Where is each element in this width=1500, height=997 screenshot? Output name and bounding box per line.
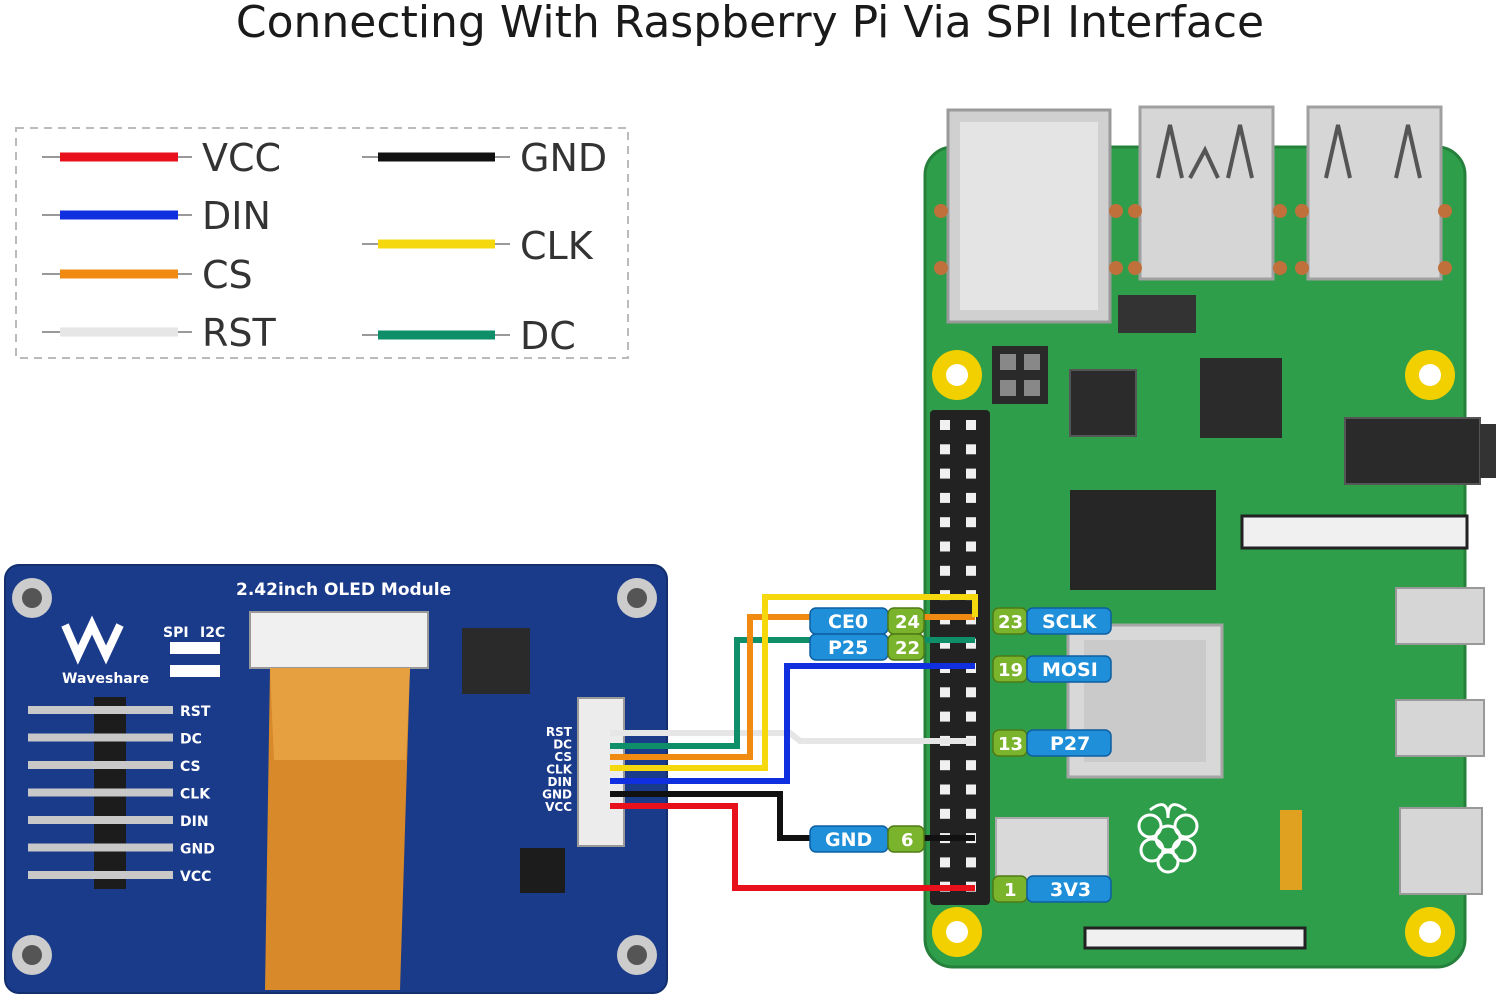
- header-pin-label: CS: [180, 759, 201, 775]
- gpio-header: [930, 410, 990, 905]
- module-pin-header: RST DC CS CLK DIN GND VCC: [28, 704, 215, 885]
- wire-rst: [610, 730, 975, 744]
- gpio-pin: [940, 492, 950, 503]
- pin-num-23: 23: [998, 612, 1023, 633]
- raspberry-pi-board: [923, 105, 1496, 969]
- header-pin: [28, 843, 173, 852]
- connector-pin-label: RST: [546, 725, 573, 739]
- gpio-pin: [940, 517, 950, 528]
- connector-pin-label: DC: [553, 738, 572, 752]
- pin-num-24: 24: [895, 612, 920, 633]
- gpio-pin: [966, 468, 976, 479]
- legend-label-rst: RST: [202, 311, 277, 355]
- legend-label-vcc: VCC: [202, 136, 281, 180]
- gpio-pin: [940, 420, 950, 430]
- header-pin: [28, 706, 173, 714]
- pin-num-19: 19: [998, 660, 1023, 681]
- gpio-pin: [940, 784, 950, 795]
- header-pin: [28, 816, 173, 824]
- gpio-pin: [966, 687, 976, 698]
- connector-pin-label: VCC: [545, 800, 572, 814]
- wire-clk: [610, 594, 978, 771]
- header-pin-label: VCC: [180, 869, 211, 885]
- raspberry-logo-icon: [1137, 803, 1199, 874]
- header-pin-label: DC: [180, 732, 202, 748]
- header-pin: [28, 733, 173, 742]
- legend-label-cs: CS: [202, 253, 253, 297]
- mode-i2c-label: I2C: [200, 625, 225, 641]
- gpio-pin: [940, 711, 950, 722]
- gpio-pin: [966, 565, 976, 576]
- gpio-pin: [940, 541, 950, 552]
- gpio-pin: [966, 541, 976, 552]
- pin-name-p27: P27: [1050, 733, 1090, 755]
- module-name: 2.42inch OLED Module: [236, 580, 451, 600]
- audio-jack: [1344, 417, 1481, 485]
- wire-legend: VCC DIN CS RST GND CLK DC: [15, 127, 629, 359]
- gpio-pin: [966, 857, 976, 868]
- gpio-pin: [966, 444, 976, 455]
- gpio-pin: [940, 638, 950, 649]
- header-pin: [28, 871, 173, 879]
- header-pin: [28, 788, 173, 797]
- mode-spi-label: SPI: [163, 625, 189, 641]
- header-pin-label: GND: [180, 842, 215, 858]
- pin-name-mosi: MOSI: [1042, 659, 1098, 681]
- brand-name: Waveshare: [62, 671, 149, 687]
- pin-num-22: 22: [895, 638, 920, 659]
- gpio-pin: [940, 857, 950, 868]
- gpio-pin: [940, 468, 950, 479]
- usb-port-1: [1138, 105, 1275, 281]
- connector-pin-label: CLK: [546, 763, 572, 777]
- connector-pin-label: DIN: [548, 775, 572, 789]
- connector-pin-label: GND: [542, 788, 572, 802]
- gpio-pin: [966, 492, 976, 503]
- pin-name-gnd: GND: [825, 829, 872, 851]
- gpio-pin: [940, 760, 950, 771]
- gpio-pin: [940, 808, 950, 819]
- gpio-pin: [966, 711, 976, 722]
- legend-label-din: DIN: [202, 194, 271, 238]
- gpio-pin: [940, 444, 950, 455]
- legend-label-gnd: GND: [520, 136, 607, 180]
- header-pin-label: RST: [180, 704, 211, 720]
- pin-name-ce0: CE0: [828, 611, 868, 633]
- gpio-pin: [966, 784, 976, 795]
- pi-pin-labels: CE0 24 P25 22 23 SCLK 19 MOSI 13 P27 GND…: [809, 607, 1112, 903]
- pin-name-sclk: SCLK: [1042, 611, 1098, 633]
- module-connector: [577, 697, 625, 847]
- legend-label-clk: CLK: [520, 224, 594, 268]
- gpio-pin: [966, 517, 976, 528]
- connector-pin-label: CS: [554, 750, 572, 764]
- pin-num-13: 13: [998, 734, 1023, 755]
- pin-num-1: 1: [1004, 880, 1017, 901]
- gpio-pin: [966, 808, 976, 819]
- header-pin-label: CLK: [180, 787, 211, 803]
- legend-label-dc: DC: [520, 314, 576, 358]
- wire-din: [610, 663, 975, 784]
- wire-vcc: [610, 803, 975, 891]
- header-pin-label: DIN: [180, 814, 209, 830]
- gpio-pin: [940, 687, 950, 698]
- gpio-pin: [940, 565, 950, 576]
- gpio-pin: [966, 420, 976, 430]
- pin-num-6: 6: [901, 830, 914, 851]
- header-pin: [28, 761, 173, 769]
- page-title: Connecting With Raspberry Pi Via SPI Int…: [235, 0, 1265, 48]
- pin-name-p25: P25: [828, 637, 868, 659]
- waveshare-logo-icon: [61, 615, 124, 665]
- oled-module-board: 2.42inch OLED Module Waveshare SPI I2C: [4, 564, 668, 994]
- gpio-pin: [966, 760, 976, 771]
- pin-name-3v3: 3V3: [1050, 879, 1091, 901]
- gpio-pin: [966, 638, 976, 649]
- usb-port-2: [1306, 105, 1443, 281]
